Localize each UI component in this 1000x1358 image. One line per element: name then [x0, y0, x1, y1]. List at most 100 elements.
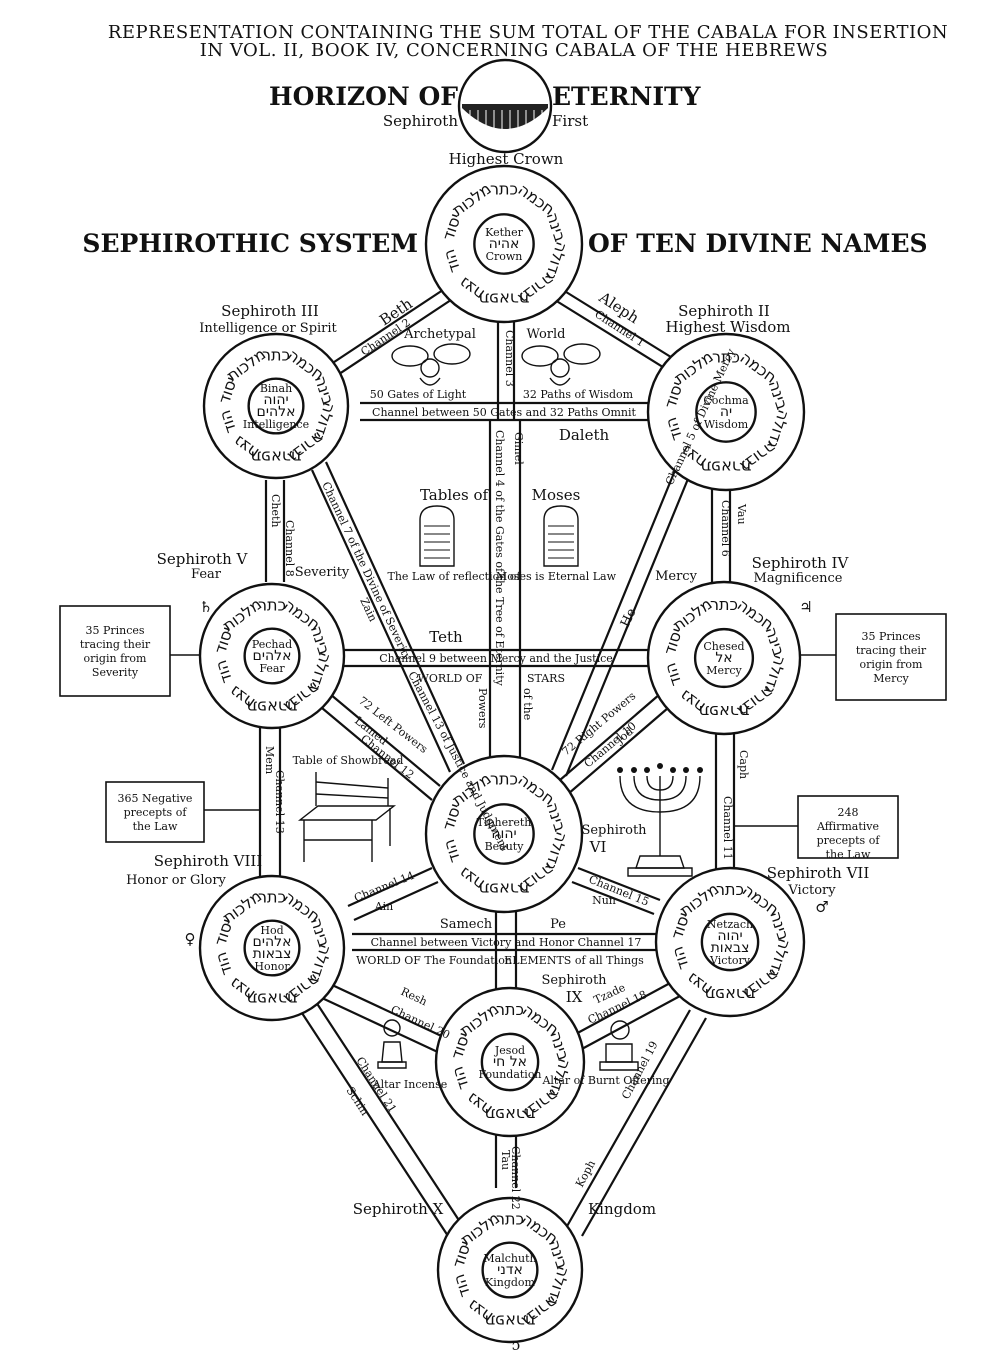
- sephira-s2: כתרחכמהבינהגדולהגבורהתפארתנצחהודיסודמלכו…: [646, 332, 806, 492]
- sephira-inner-text: יה: [720, 404, 732, 420]
- powers-label: Powers: [476, 688, 489, 729]
- title-line-2: IN VOL. II, BOOK IV, CONCERNING CABALA O…: [200, 40, 828, 61]
- sephira-s5: כתרחכמהבינהגדולהגבורהתפארתנצחהודיסודמלכו…: [198, 582, 346, 730]
- sephira-inner-text: יהוה: [263, 392, 288, 408]
- side-box-line: precepts of: [817, 834, 881, 847]
- sephira-inner-text: צבאות: [253, 946, 292, 962]
- s5-title: Sephiroth V: [157, 550, 249, 568]
- outer-hebrew-word: תפארת: [479, 880, 530, 899]
- sephira-s6: כתרחכמהבינהגדולהגבורהתפארתנצחהודיסודמלכו…: [424, 754, 584, 914]
- altar-incense-label: Altar Incense: [372, 1078, 448, 1091]
- sephira-inner-text: Crown: [486, 250, 523, 263]
- sephira-inner-text: Honor: [254, 960, 290, 973]
- sephira-inner-text: אל חי: [493, 1054, 527, 1070]
- samech-label: Samech: [440, 917, 493, 932]
- sephira-inner-text: Malchuth: [483, 1252, 536, 1265]
- sephira-inner-text: אדני: [497, 1262, 523, 1278]
- sephira-inner-ring: [473, 803, 535, 865]
- side-box-line: origin from: [860, 658, 923, 671]
- outer-hebrew-word: כתר: [490, 179, 518, 198]
- s3-title: Sephiroth III: [221, 302, 319, 320]
- altar-burnt-icon: [599, 1020, 639, 1071]
- sephira-inner-text: Jesod: [494, 1044, 525, 1057]
- table-show-label: Table of Showbread: [293, 754, 404, 767]
- elements-label: ELEMENTS of all Things: [504, 954, 644, 967]
- outer-hebrew-word: כתר: [258, 888, 286, 907]
- mem-label: Mem: [263, 746, 276, 775]
- outer-hebrew-word: כתר: [262, 346, 290, 365]
- moses-label: Moses: [532, 486, 581, 504]
- cheth-label: Cheth: [269, 494, 282, 528]
- jupiter-icon: ♃: [799, 598, 812, 616]
- s9-title: Sephiroth: [541, 973, 607, 988]
- stars-label: STARS: [527, 672, 565, 685]
- altar-burnt-label: Altar of Burnt Offering: [541, 1074, 669, 1087]
- s10-title: Sephiroth X: [353, 1200, 444, 1218]
- of-the-label: of the: [521, 688, 534, 720]
- sephira-s3: כתרחכמהבינהגדולהגבורהתפארתנצחהודיסודמלכו…: [202, 332, 350, 480]
- side-box-line: the Law: [826, 848, 871, 861]
- sephira-inner-text: Victory: [709, 954, 751, 967]
- outer-hebrew-word: כתר: [716, 880, 744, 899]
- menorah-icon: [617, 763, 703, 877]
- side-box-line: 248: [838, 806, 859, 819]
- law-ref-label: The Law of reflection of: [387, 570, 521, 583]
- outer-hebrew-word: תפארת: [247, 989, 298, 1008]
- outer-hebrew-word: כתר: [710, 595, 738, 614]
- s7-title: Sephiroth VII: [767, 864, 870, 882]
- s2-subtitle: Highest Wisdom: [665, 318, 790, 336]
- sephira-s9: כתרחכמהבינהגדולהגבורהתפארתנצחהודיסודמלכו…: [434, 986, 586, 1138]
- mars-icon: ♂: [815, 898, 828, 916]
- sephira-inner-text: Hod: [260, 924, 283, 937]
- sephira-s1: כתרחכמהבינהגדולהגבורהתפארתנצחהודיסודמלכו…: [424, 164, 584, 324]
- horizon-left: HORIZON OF: [269, 82, 458, 111]
- channel-between-label: Channel between 50 Gates and 32 Paths Om…: [372, 406, 636, 419]
- sephira-inner-text: Mercy: [706, 664, 742, 677]
- s9-subtitle: IX: [566, 988, 583, 1006]
- outer-hebrew-word: תפארת: [699, 702, 750, 721]
- sephira-inner-ring: [480, 1032, 540, 1092]
- nun-label: Nun: [592, 894, 616, 907]
- s4-title: Sephiroth IV: [752, 554, 850, 572]
- tables-label: Tables of: [420, 486, 490, 504]
- sephira-inner-ring: [481, 1241, 539, 1299]
- sephira-inner-ring: [693, 627, 755, 689]
- sephira-inner-text: אל: [715, 650, 732, 666]
- tau-label: Tau: [499, 1150, 512, 1170]
- sephira-inner-text: Fear: [259, 662, 285, 675]
- s10-subtitle: Kingdom: [588, 1200, 656, 1218]
- sephira-inner-text: Wisdom: [704, 418, 749, 431]
- sephira-inner-text: אלהים: [257, 404, 296, 420]
- paths32-label: 32 Paths of Wisdom: [523, 388, 634, 401]
- channel22-label: Channel 22: [509, 1146, 522, 1210]
- s7-subtitle: Victory: [787, 883, 836, 898]
- outer-hebrew-word: תפארת: [485, 1311, 536, 1330]
- channel11-label: Channel 11: [721, 796, 734, 860]
- showbread-table-icon: [297, 772, 397, 862]
- sephira-inner-text: Tiphereth: [477, 816, 532, 829]
- sephira-s10: כתרחכמהבינהגדולהגבורהתפארתנצחהודיסודמלכו…: [436, 1196, 584, 1344]
- side-box-line: precepts of: [124, 806, 188, 819]
- paths: [170, 281, 836, 1237]
- channel-beth-label: Channel 4 of the Gates of the Tree of Et…: [493, 430, 506, 687]
- sephira-inner-text: Beauty: [485, 840, 525, 853]
- ain-label: Ain: [374, 900, 394, 913]
- sephira-inner-ring: [243, 627, 301, 685]
- s8-title: Sephiroth VIII: [154, 852, 263, 870]
- sephira-inner-text: Chesed: [703, 640, 744, 653]
- crown-label: Highest Crown: [449, 150, 564, 168]
- outer-hebrew-word: תפארת: [485, 1105, 536, 1124]
- sephira-inner-text: יהוה: [717, 928, 742, 944]
- altar-incense-icon: [377, 1019, 407, 1069]
- vau-label: Vau: [735, 503, 748, 525]
- side-box-line: Affirmative: [816, 820, 879, 833]
- resh-label: Resh: [399, 985, 429, 1008]
- channel8-label: Channel 8: [283, 520, 296, 577]
- channel3-label: Channel 3: [503, 330, 516, 387]
- venus-icon: ♀: [185, 930, 196, 948]
- outer-hebrew-word: כתר: [712, 347, 740, 366]
